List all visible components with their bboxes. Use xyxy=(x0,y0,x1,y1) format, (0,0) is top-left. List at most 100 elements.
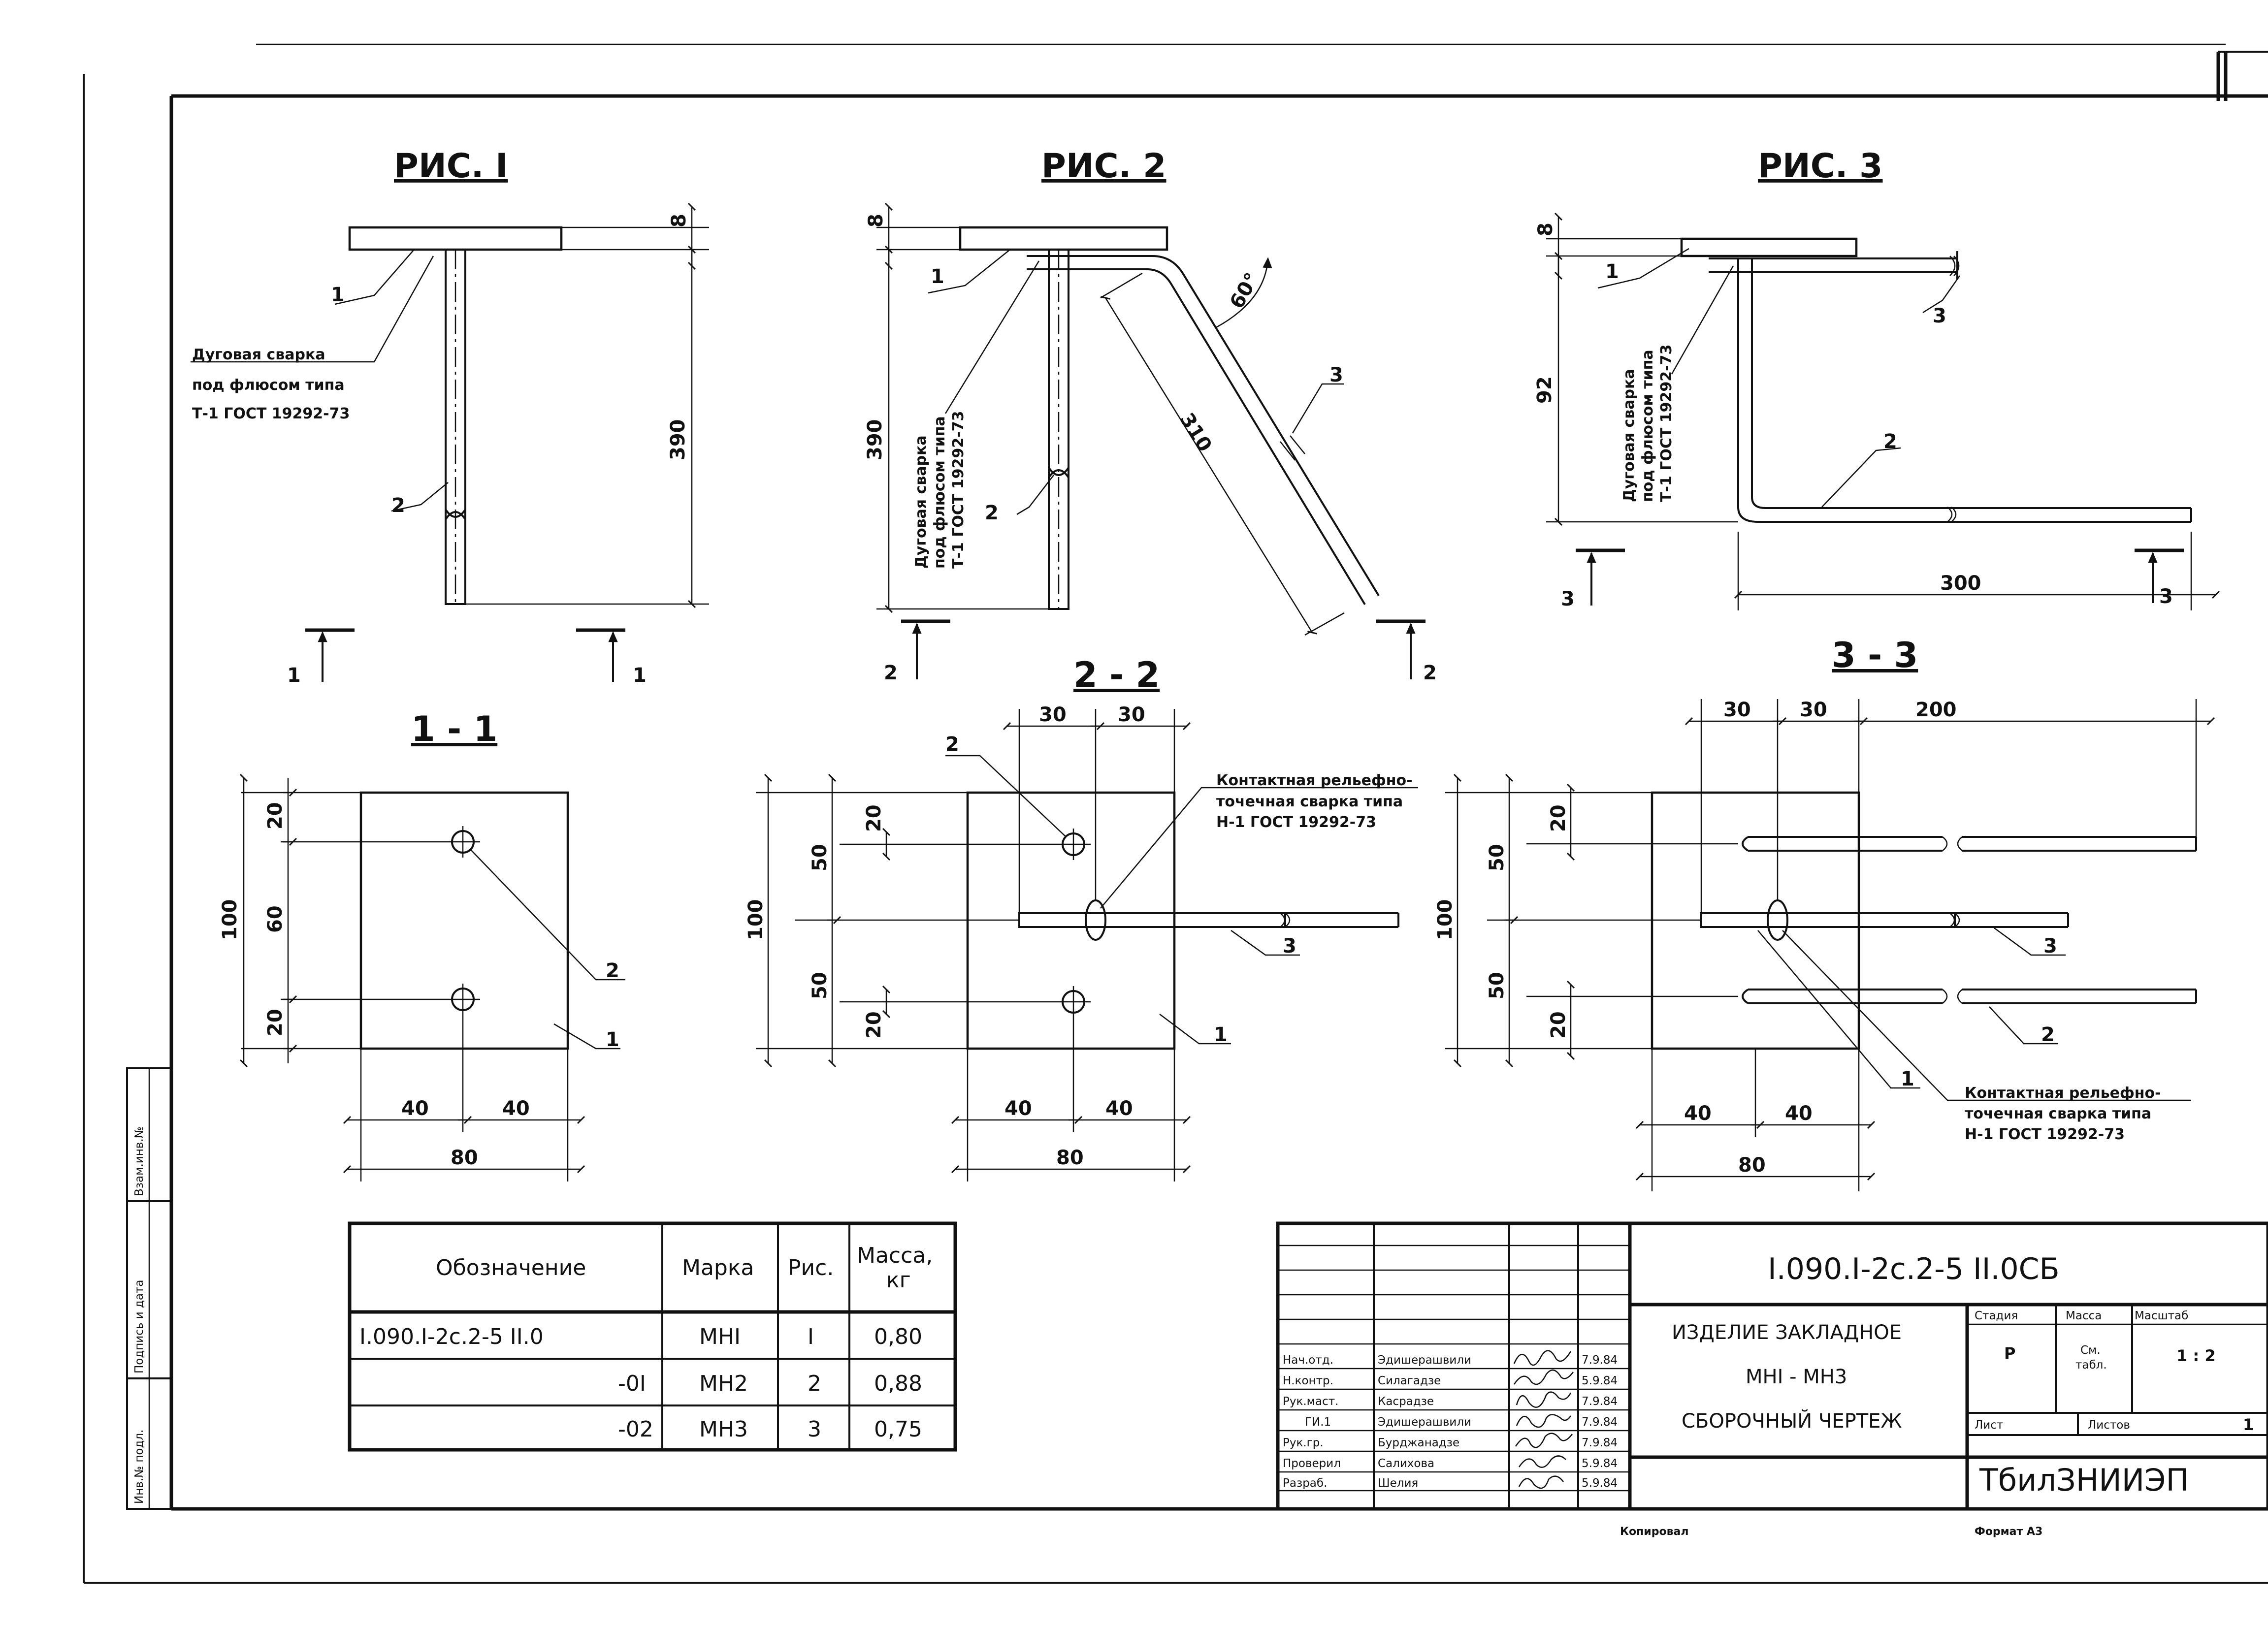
section-3-3-callout-1: 1 xyxy=(1901,1068,1914,1090)
figure-1-title: РИС. I xyxy=(394,147,508,186)
figure-1-weld-note-3: Т-1 ГОСТ 19292-73 xyxy=(192,405,350,422)
role-3-name: Касрадзе xyxy=(1378,1395,1434,1408)
section-3-3-dim-top-c: 200 xyxy=(1915,699,1957,721)
title-block-stage-value: Р xyxy=(2004,1344,2015,1363)
figure-2: РИС. 2 8 390 60° 310 1 2 3 Д xyxy=(864,147,1437,684)
figure-3-weld-note-3: Т-1 ГОСТ 19292-73 xyxy=(1658,345,1675,502)
spec-table: Обозначение Марка Рис. Масса, кг I.090.I… xyxy=(348,1221,957,1452)
title-block-sheets-value: 1 xyxy=(2243,1415,2254,1434)
section-1-1-callout-2: 2 xyxy=(606,959,619,982)
title-block-sheet-label: Лист xyxy=(1975,1419,2003,1432)
section-2-2-dim-h-bot: 50 xyxy=(809,972,831,999)
figure-2-callout-1: 1 xyxy=(931,265,944,288)
section-2-2-weld-note-1: Контактная рельефно- xyxy=(1216,772,1413,789)
side-stamp: Инв.№ подл. Подпись и дата Взам.инв.№ xyxy=(126,1067,172,1510)
section-2-2-dim-top-a: 30 xyxy=(1039,703,1067,726)
section-1-1-dim-w-left: 40 xyxy=(401,1097,429,1120)
signature-3 xyxy=(1516,1391,1572,1408)
signature-1 xyxy=(1513,1350,1572,1366)
section-2-2-title: 2 - 2 xyxy=(1073,655,1160,695)
section-1-1-dim-w-right: 40 xyxy=(502,1097,530,1120)
section-1-1-callout-1: 1 xyxy=(606,1028,619,1051)
section-3-3-weld-note-3: Н-1 ГОСТ 19292-73 xyxy=(1965,1126,2125,1143)
figure-2-weld-note-1: Дуговая сварка xyxy=(912,435,930,569)
spec-row-1-mass: 0,80 xyxy=(874,1324,922,1349)
spec-row-2-code: -0I xyxy=(618,1371,646,1396)
role-7-name: Шелия xyxy=(1378,1477,1418,1490)
role-1-title: Нач.отд. xyxy=(1283,1354,1333,1367)
figure-3-callout-2: 2 xyxy=(1883,430,1897,453)
title-block-roles: Нач.отд. Эдишерашвили 7.9.84 Н.контр. Си… xyxy=(1278,1350,1630,1492)
role-4-name: Эдишерашвили xyxy=(1378,1416,1471,1429)
title-block-org: ТбилЗНИИЭП xyxy=(1979,1462,2189,1498)
figure-1-callout-1: 1 xyxy=(331,284,345,306)
figure-3-weld-note-2: под флюсом типа xyxy=(1639,350,1656,502)
section-3-3-dim-top-b: 30 xyxy=(1800,699,1827,721)
figure-2-cut-right: 2 xyxy=(1423,662,1437,684)
role-3-date: 7.9.84 xyxy=(1582,1395,1618,1408)
section-3-3-callout-3: 3 xyxy=(2043,935,2057,958)
figure-1-cut-right: 1 xyxy=(633,664,647,687)
section-2-2-dim-h-top: 50 xyxy=(809,844,831,871)
section-2-2: 2 - 2 100 50 50 20 20 xyxy=(745,655,1418,1181)
figure-1-dim-height: 390 xyxy=(667,419,689,461)
section-3-3-dim-h-bot-small: 20 xyxy=(1547,1011,1570,1039)
role-1-date: 7.9.84 xyxy=(1582,1354,1618,1367)
title-block-doc-code: I.090.I-2с.2-5 II.0СБ xyxy=(1768,1252,2060,1286)
title-block-product-1: ИЗДЕЛИЕ ЗАКЛАДНОЕ xyxy=(1672,1321,1902,1344)
section-2-2-dim-h-top-small: 20 xyxy=(863,804,885,832)
section-3-3-weld-note-1: Контактная рельефно- xyxy=(1965,1085,2161,1102)
section-3-3-dim-w-left: 40 xyxy=(1684,1102,1712,1125)
spec-row-3-fig: 3 xyxy=(808,1417,821,1442)
figure-2-dim-bar-length: 310 xyxy=(1175,409,1216,456)
role-6-date: 5.9.84 xyxy=(1582,1457,1618,1470)
section-1-1-title: 1 - 1 xyxy=(411,709,497,749)
title-block-product-2: МНI - МН3 xyxy=(1746,1366,1847,1388)
figure-3-cut-left: 3 xyxy=(1561,588,1575,610)
section-2-2-weld-note-3: Н-1 ГОСТ 19292-73 xyxy=(1216,814,1376,831)
role-5-title: Рук.гр. xyxy=(1283,1436,1324,1449)
spec-row-1-fig: I xyxy=(808,1324,814,1349)
title-block-product-3: СБОРОЧНЫЙ ЧЕРТЕЖ xyxy=(1682,1409,1902,1433)
section-2-2-callout-2: 2 xyxy=(945,733,959,756)
figure-3-title: РИС. 3 xyxy=(1758,147,1882,186)
spec-row-1-code: I.090.I-2с.2-5 II.0 xyxy=(359,1324,544,1349)
figure-3-callout-3: 3 xyxy=(1933,305,1946,327)
footer-copied: Копировал xyxy=(1620,1526,1688,1538)
role-2-name: Силагадзе xyxy=(1378,1374,1441,1387)
section-2-2-dim-top-b: 30 xyxy=(1118,703,1145,726)
spec-row-3-code: -02 xyxy=(618,1417,653,1442)
role-7-title: Разраб. xyxy=(1283,1477,1327,1490)
figure-3-callout-1: 1 xyxy=(1605,260,1619,283)
section-3-3-title: 3 - 3 xyxy=(1832,635,1918,675)
role-6-title: Проверил xyxy=(1283,1457,1341,1470)
section-3-3-dim-h-top: 50 xyxy=(1486,844,1508,871)
figure-2-weld-note-3: Т-1 ГОСТ 19292-73 xyxy=(950,411,967,569)
figure-2-title: РИС. 2 xyxy=(1041,147,1166,186)
role-2-title: Н.контр. xyxy=(1283,1374,1333,1387)
title-block-mass-label: Масса xyxy=(2066,1309,2102,1322)
spec-header-code: Обозначение xyxy=(436,1255,586,1280)
role-7-date: 5.9.84 xyxy=(1582,1477,1618,1490)
spec-row-2-fig: 2 xyxy=(808,1371,821,1396)
figure-2-callout-2: 2 xyxy=(985,502,999,524)
spec-row-2-mark: МН2 xyxy=(699,1371,748,1396)
section-3-3-dim-w-total: 80 xyxy=(1738,1154,1766,1177)
spec-row-2-mass: 0,88 xyxy=(874,1371,922,1396)
figure-1-cut-left: 1 xyxy=(287,664,301,687)
figure-3-weld-note-1: Дуговая сварка xyxy=(1620,369,1638,502)
title-block-stage-label: Стадия xyxy=(1975,1309,2018,1322)
figure-1-weld-note-2: под флюсом типа xyxy=(192,377,345,394)
side-stamp-replace: Взам.инв.№ xyxy=(133,1126,146,1196)
section-1-1-dim-w-total: 80 xyxy=(451,1147,478,1169)
signature-6 xyxy=(1518,1455,1566,1468)
section-1-1: 1 - 1 100 20 60 20 40 40 80 2 xyxy=(219,709,625,1181)
figure-3-dim-length: 300 xyxy=(1940,572,1981,595)
section-1-1-dim-h-bot: 20 xyxy=(264,1009,287,1036)
section-2-2-dim-w-left: 40 xyxy=(1004,1097,1032,1120)
role-1-name: Эдишерашвили xyxy=(1378,1354,1471,1367)
figure-2-weld-note-2: под флюсом типа xyxy=(931,416,948,569)
side-stamp-inv: Инв.№ подл. xyxy=(133,1430,146,1504)
figure-1-weld-note-1: Дуговая сварка xyxy=(192,346,325,363)
